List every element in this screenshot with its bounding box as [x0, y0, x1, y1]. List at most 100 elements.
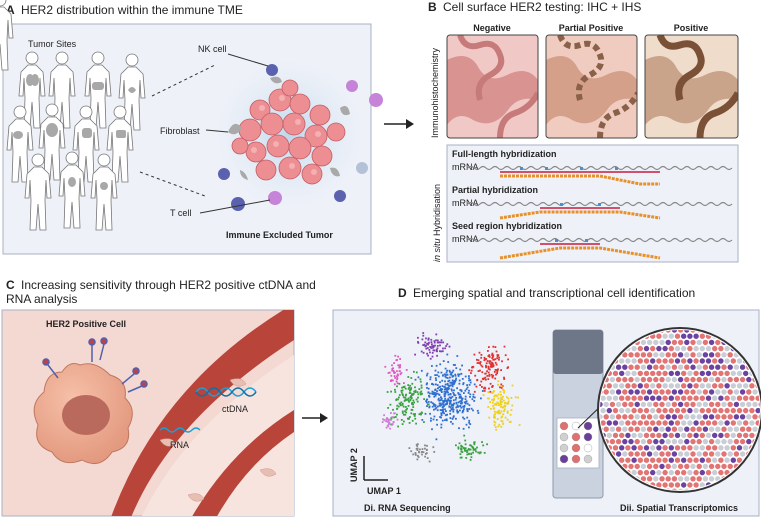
- umap-point: [393, 362, 395, 364]
- umap-point: [452, 391, 455, 394]
- spatial-spot: [712, 432, 718, 439]
- umap-point: [434, 369, 437, 372]
- umap-point: [392, 408, 394, 411]
- umap-point: [383, 419, 386, 421]
- umap-point: [420, 390, 423, 393]
- umap-point: [423, 343, 426, 346]
- spatial-spot: [609, 426, 616, 432]
- umap-point: [446, 388, 449, 391]
- umap-point: [448, 379, 451, 382]
- umap-point: [479, 384, 481, 386]
- umap-point: [432, 393, 434, 395]
- umap-point: [494, 421, 497, 424]
- dii-label: Dii. Spatial Transcriptomics: [620, 503, 738, 513]
- umap-point: [436, 392, 439, 395]
- spatial-spot: [681, 358, 687, 364]
- umap-point: [479, 369, 481, 372]
- umap-point: [394, 377, 397, 379]
- spatial-spot: [708, 463, 715, 470]
- spatial-spot: [724, 395, 730, 401]
- col-positive: Positive: [674, 23, 709, 33]
- umap-point: [441, 385, 444, 387]
- umap-point: [452, 415, 455, 418]
- umap-point: [391, 423, 394, 426]
- umap-point: [401, 389, 404, 392]
- umap-point: [469, 381, 472, 384]
- spatial-spot: [615, 414, 622, 420]
- spatial-spot: [628, 426, 634, 432]
- umap-point: [500, 383, 503, 386]
- umap-point: [425, 400, 427, 402]
- spatial-spot: [724, 345, 730, 352]
- umap-point: [396, 382, 399, 385]
- umap-point: [489, 401, 491, 403]
- umap-point: [400, 372, 403, 374]
- umap-point: [459, 453, 462, 455]
- panel-b: B Cell surface HER2 testing: IHC + IHS N…: [428, 0, 739, 263]
- spatial-spot: [727, 364, 733, 370]
- slide-spot: [559, 421, 569, 431]
- col-partial: Partial Positive: [559, 23, 624, 33]
- umap-point: [393, 370, 395, 373]
- umap-point: [419, 391, 422, 394]
- umap-point: [390, 374, 393, 377]
- umap-point: [443, 385, 446, 388]
- umap-point: [441, 419, 444, 422]
- umap-point: [498, 409, 501, 412]
- umap-point: [433, 340, 436, 342]
- umap-point: [463, 405, 466, 407]
- spatial-spot: [721, 352, 727, 358]
- umap-point: [432, 346, 434, 349]
- spatial-spot: [625, 407, 631, 414]
- umap-point: [468, 379, 470, 382]
- umap-point: [420, 384, 423, 387]
- umap-point: [412, 413, 415, 416]
- umap-point: [491, 385, 494, 387]
- umap1-label: UMAP 1: [367, 486, 401, 496]
- umap-point: [398, 382, 401, 385]
- umap-point: [430, 341, 433, 344]
- spatial-spot: [687, 383, 693, 389]
- spatial-spot: [705, 345, 712, 352]
- umap-point: [444, 397, 447, 400]
- umap-point: [502, 388, 504, 391]
- spatial-spot: [727, 414, 733, 420]
- spatial-spot: [727, 376, 733, 383]
- umap-point: [409, 392, 412, 394]
- umap-point: [492, 391, 495, 393]
- spatial-spot: [696, 401, 702, 408]
- umap-point: [446, 383, 449, 385]
- umap-point: [414, 389, 417, 392]
- umap-point: [502, 423, 505, 425]
- spatial-spot: [715, 463, 721, 470]
- spatial-spot: [603, 426, 609, 432]
- umap-point: [447, 361, 450, 363]
- umap-point: [444, 419, 446, 421]
- spatial-spot: [705, 469, 712, 476]
- umap-point: [397, 425, 399, 428]
- umap-point: [440, 390, 443, 392]
- umap-point: [390, 423, 393, 426]
- umap-point: [477, 359, 480, 362]
- umap-point: [459, 393, 462, 396]
- spatial-spot: [739, 426, 746, 432]
- umap-point: [502, 399, 505, 402]
- spatial-spot: [730, 383, 736, 389]
- spatial-spot: [659, 389, 665, 395]
- spatial-spot: [746, 389, 752, 395]
- umap-point: [451, 383, 454, 386]
- umap-point: [517, 396, 519, 399]
- umap-point: [432, 349, 435, 352]
- umap-point: [507, 400, 510, 403]
- spatial-spot: [693, 420, 699, 426]
- umap-point: [498, 356, 500, 359]
- umap-point: [423, 421, 425, 423]
- umap-point: [485, 364, 487, 367]
- spatial-spot: [733, 426, 740, 432]
- spatial-spot: [739, 401, 746, 408]
- umap-point: [453, 402, 455, 405]
- umap-point: [480, 356, 483, 359]
- spatial-spot: [612, 383, 619, 389]
- umap-point: [460, 456, 463, 459]
